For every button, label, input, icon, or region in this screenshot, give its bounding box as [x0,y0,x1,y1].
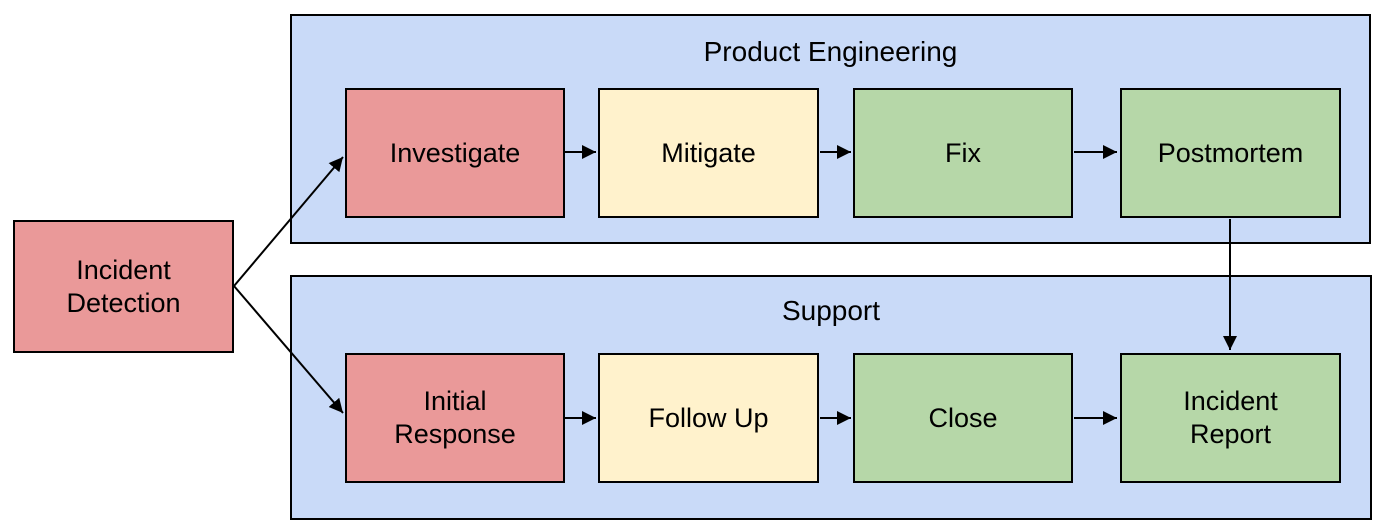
node-close: Close [853,353,1073,483]
node-fix-label: Fix [945,137,981,168]
node-mitigate: Mitigate [598,88,819,218]
node-postmortem-label: Postmortem [1157,137,1304,168]
node-incident-report: Incident Report [1120,353,1341,483]
node-mitigate-label: Mitigate [661,137,756,168]
node-postmortem: Postmortem [1120,88,1341,218]
node-initial-response-label: Initial Response [394,386,516,449]
node-follow-up: Follow Up [598,353,819,483]
node-close-label: Close [928,402,998,433]
node-fix: Fix [853,88,1073,218]
lane-title-support: Support [781,295,881,326]
node-investigate-label: Investigate [389,137,521,168]
node-incident-report-label: Incident Report [1183,386,1278,449]
node-initial-response: Initial Response [345,353,565,483]
node-investigate: Investigate [345,88,565,218]
node-follow-up-label: Follow Up [648,402,769,433]
node-incident-detection-label: Incident Detection [66,254,181,318]
node-incident-detection: Incident Detection [13,220,234,353]
lane-title-product-engineering: Product Engineering [703,36,958,67]
